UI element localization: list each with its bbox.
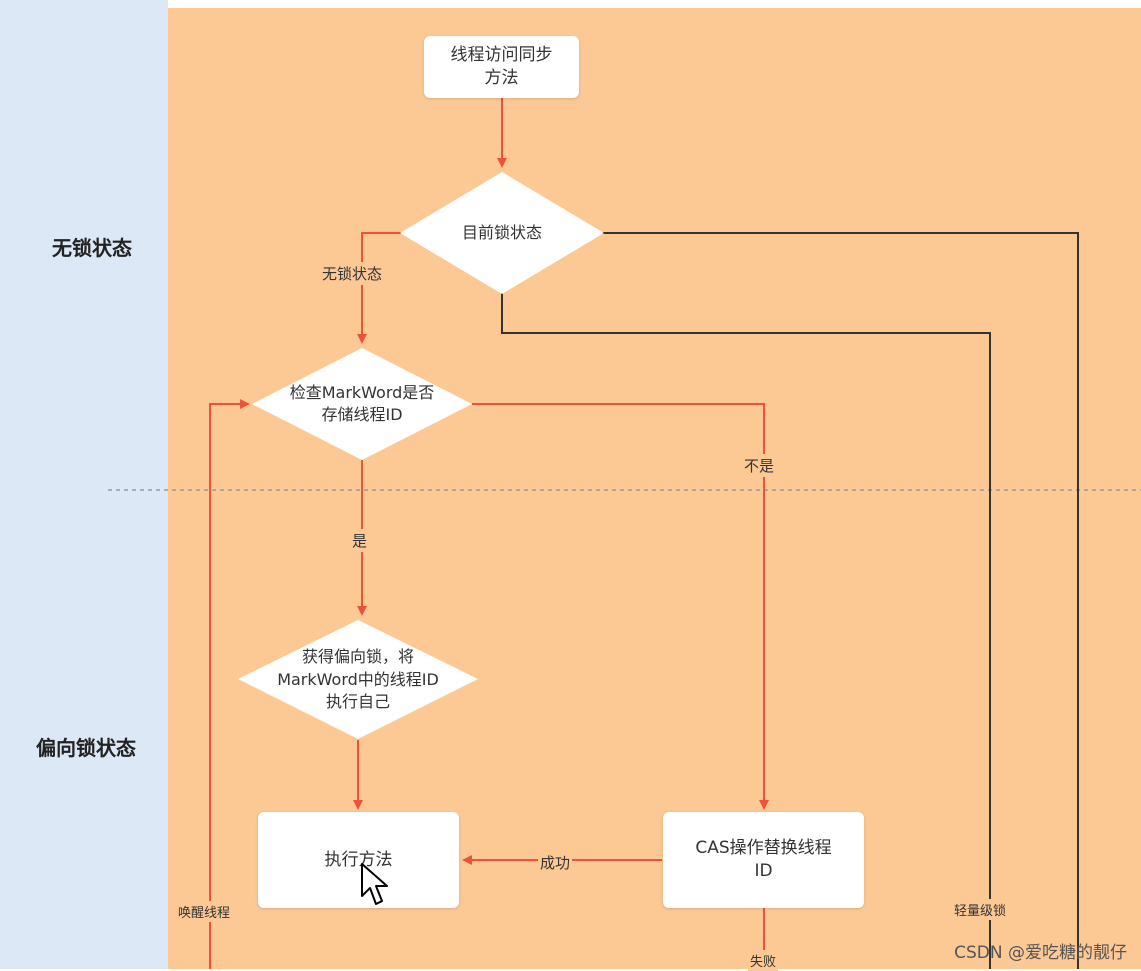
node-current-state: 目前锁状态 xyxy=(461,222,542,242)
edge-label-lightweight: 轻量级锁 xyxy=(952,899,1009,920)
node-acquire-biased: 获得偏向锁，将 MarkWord中的线程ID 执行自己 xyxy=(277,647,439,712)
path-current-state-right xyxy=(602,232,1079,969)
edge-label-no: 不是 xyxy=(742,454,777,477)
arrow-no xyxy=(472,403,769,810)
node-execute-method: 执行方法 xyxy=(258,812,459,908)
edge-label-success: 成功 xyxy=(538,851,573,874)
diamond-acquire-biased xyxy=(238,620,478,739)
lane-title-biased: 偏向锁状态 xyxy=(36,736,136,760)
mouse-pointer-icon xyxy=(361,863,388,905)
edge-label-no-lock: 无锁状态 xyxy=(320,262,385,285)
node-start: 线程访问同步 方法 xyxy=(424,36,579,98)
lane-title-no-lock: 无锁状态 xyxy=(52,236,132,260)
arrow-wake-thread xyxy=(209,399,250,969)
edge-label-fail: 失败 xyxy=(748,950,779,971)
diamond-check-markword xyxy=(252,348,472,460)
edge-label-yes: 是 xyxy=(350,529,370,552)
lane-panel xyxy=(0,0,168,969)
flow-canvas xyxy=(168,8,1141,969)
edge-label-wake-thread: 唤醒线程 xyxy=(176,901,233,922)
node-check-markword: 检查MarkWord是否 存储线程ID xyxy=(289,382,435,424)
watermark: CSDN @爱吃糖的靓仔 xyxy=(954,943,1127,963)
path-current-state-bottom xyxy=(501,293,991,969)
node-cas-replace: CAS操作替换线程 ID xyxy=(663,812,864,908)
arrow-no-lock xyxy=(357,232,402,344)
diamond-current-state xyxy=(400,172,604,294)
